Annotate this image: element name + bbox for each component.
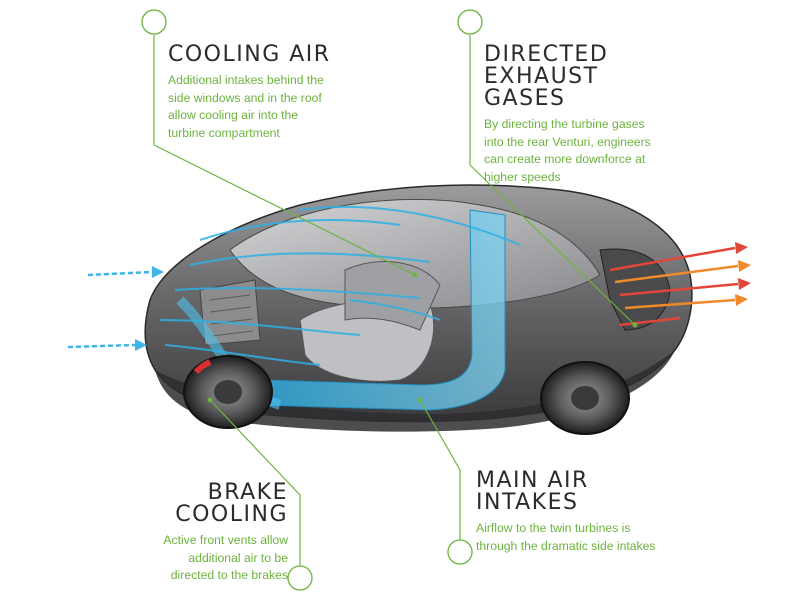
brake-cooling-title: BRAKE COOLING [175,480,288,527]
cooling-air-marker [141,9,167,35]
cooling-air-callout: COOLING AIR Additional intakes behind th… [168,44,398,142]
main-air-intakes-callout: MAIN AIR INTAKES Airflow to the twin tur… [476,470,716,555]
directed-exhaust-description: By directing the turbine gases into the … [484,117,651,184]
main-air-intakes-title: MAIN AIR INTAKES [476,468,589,515]
cooling-air-title: COOLING AIR [168,42,331,67]
exhaust-arrowheads [735,242,751,306]
main-air-intakes-marker [447,539,473,565]
rear-wheel [540,361,630,435]
directed-exhaust-callout: DIRECTED EXHAUST GASES By directing the … [484,44,714,186]
main-air-intakes-description: Airflow to the twin turbines is through … [476,521,656,553]
leader-circles [141,9,483,591]
brake-cooling-description: Active front vents allow additional air … [163,533,288,582]
front-wheel [183,355,273,429]
leader-dots [207,272,638,403]
directed-exhaust-marker [457,9,483,35]
brake-cooling-callout: BRAKE COOLING Active front vents allow a… [120,482,288,585]
airflow-streams [159,205,521,366]
incoming-arrowheads [135,266,164,351]
cooling-air-description: Additional intakes behind the side windo… [168,73,324,140]
leader-lines [153,35,636,568]
directed-exhaust-title: DIRECTED EXHAUST GASES [484,42,609,111]
incoming-airflow-arrows [67,270,153,349]
brake-cooling-marker [287,565,313,591]
exhaust-arrows [609,246,739,327]
